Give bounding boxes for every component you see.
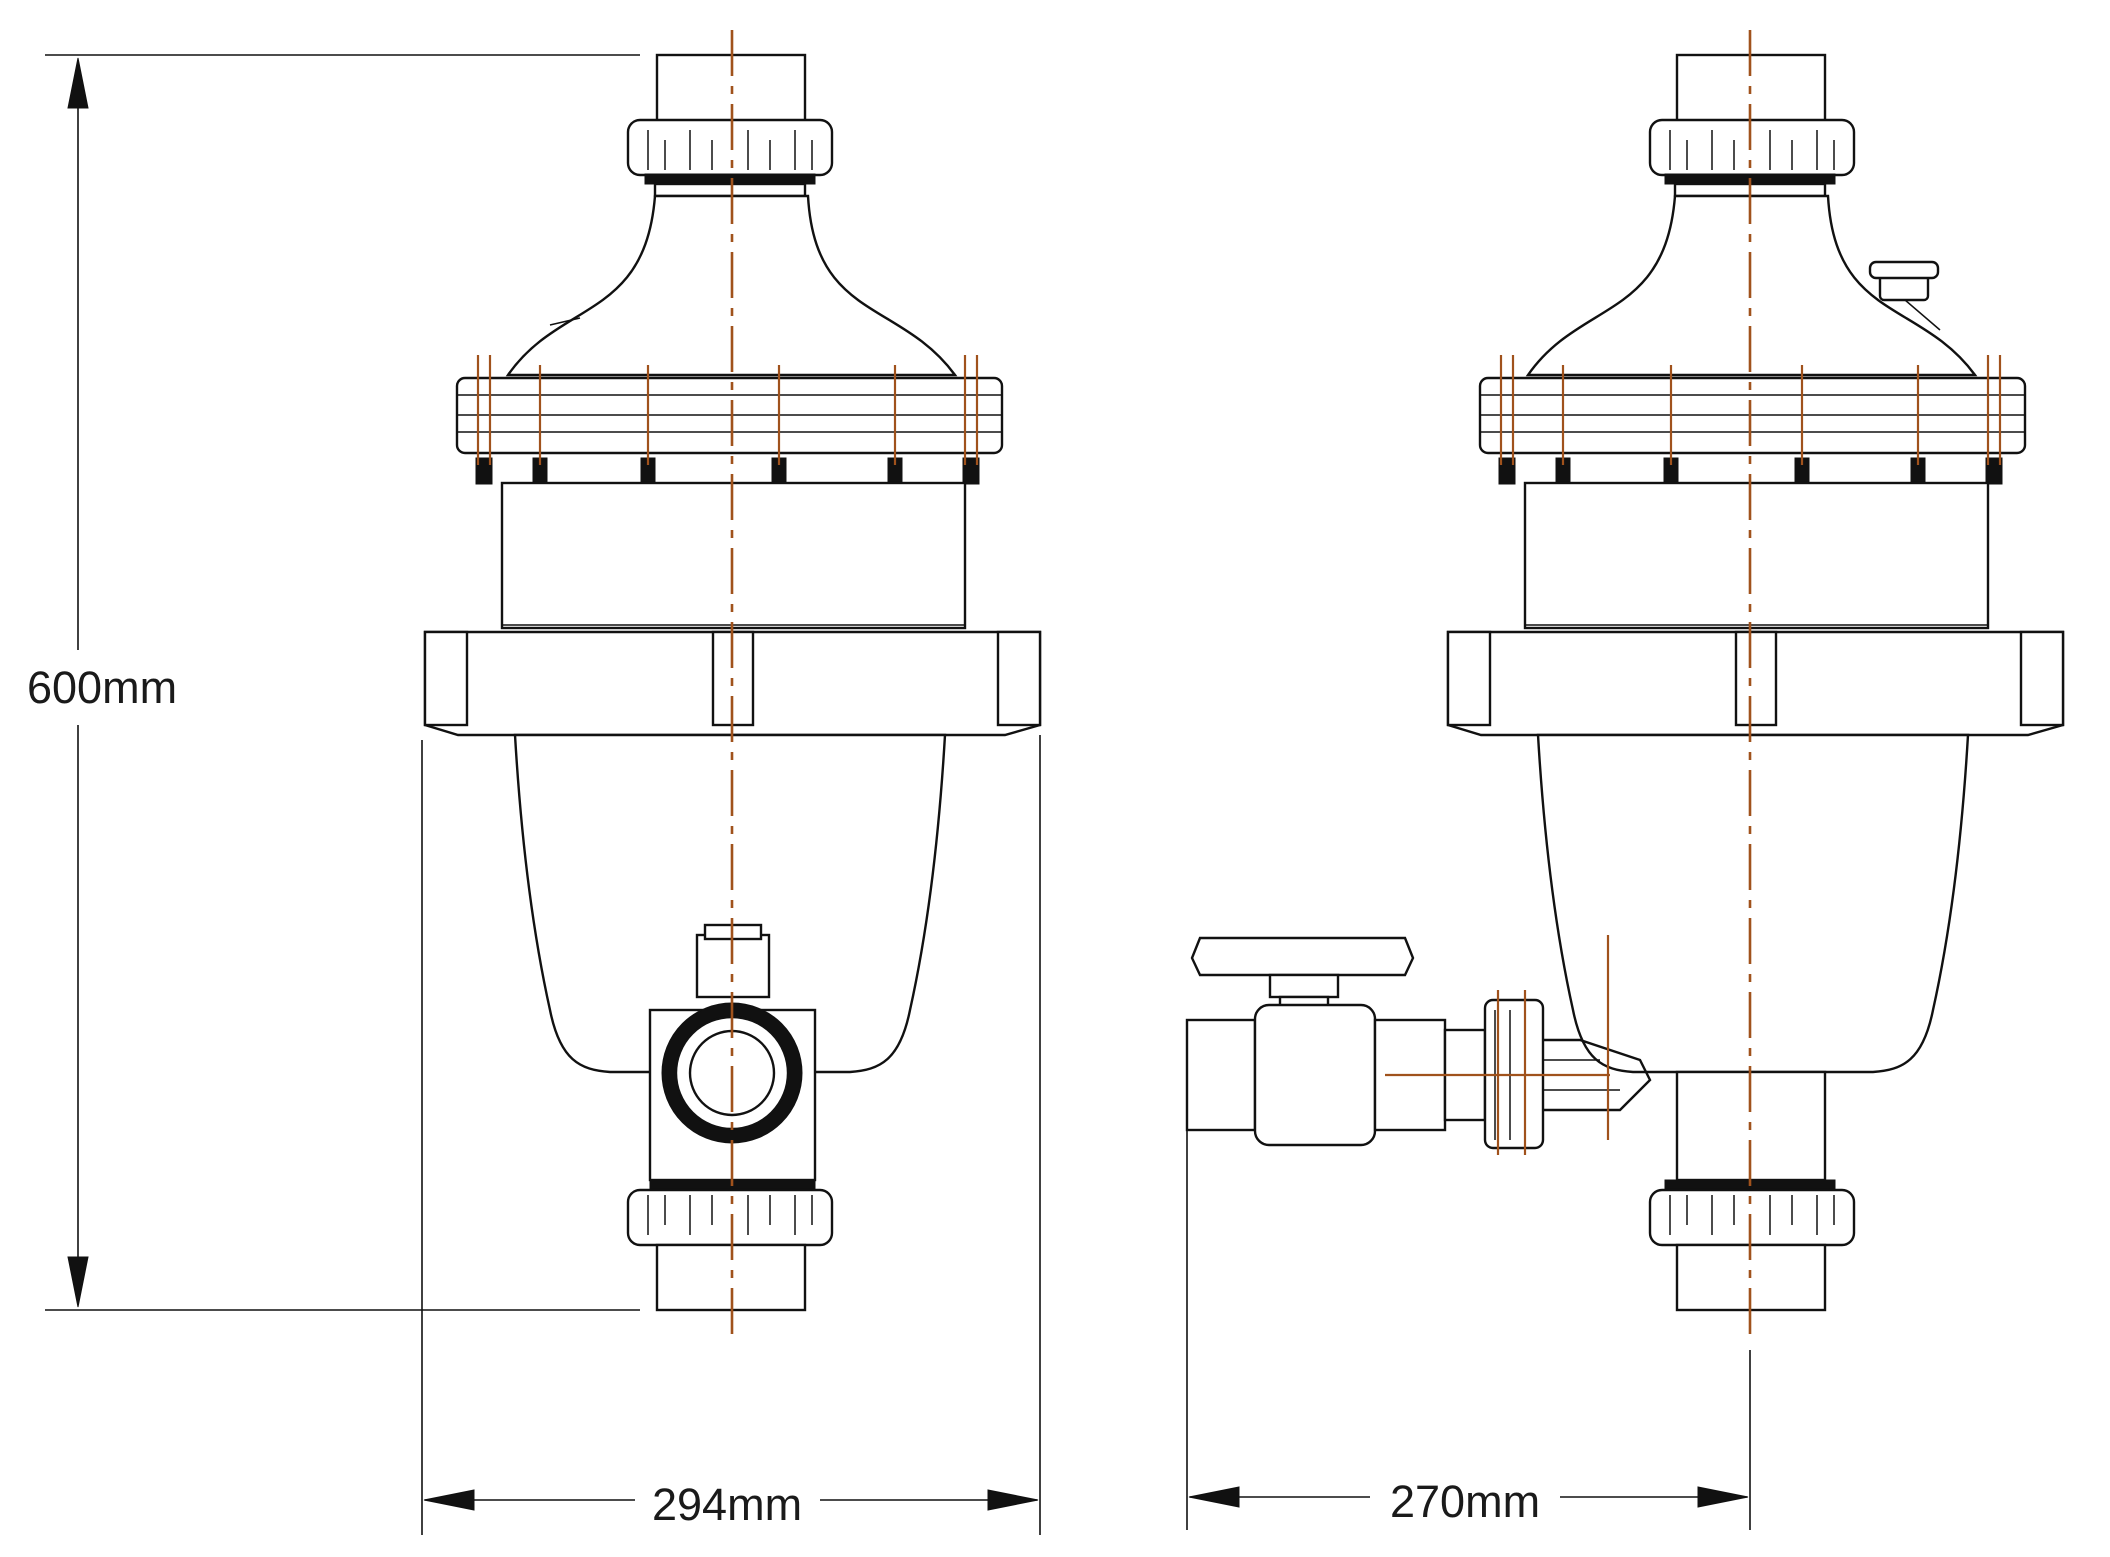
arrow-right-icon [1697, 1486, 1749, 1508]
height-dimension-label: 600mm [27, 662, 177, 713]
arrow-up-icon [67, 57, 89, 109]
side-view [1185, 30, 2065, 1335]
side-width-dimension: 270mm [1186, 1125, 1751, 1530]
arrow-down-icon [67, 1256, 89, 1308]
height-dimension: 600mm [27, 54, 640, 1311]
flange-bolts [475, 355, 980, 485]
side-width-label: 270mm [1390, 1476, 1540, 1527]
drain-valve [1185, 935, 1652, 1155]
front-view [423, 30, 1042, 1335]
arrow-right-icon [987, 1489, 1039, 1511]
flange-bolts-side [1498, 355, 2003, 485]
arrow-left-icon [1188, 1486, 1240, 1508]
front-width-label: 294mm [652, 1479, 802, 1530]
front-width-dimension: 294mm [421, 735, 1041, 1535]
arrow-left-icon [423, 1489, 475, 1511]
